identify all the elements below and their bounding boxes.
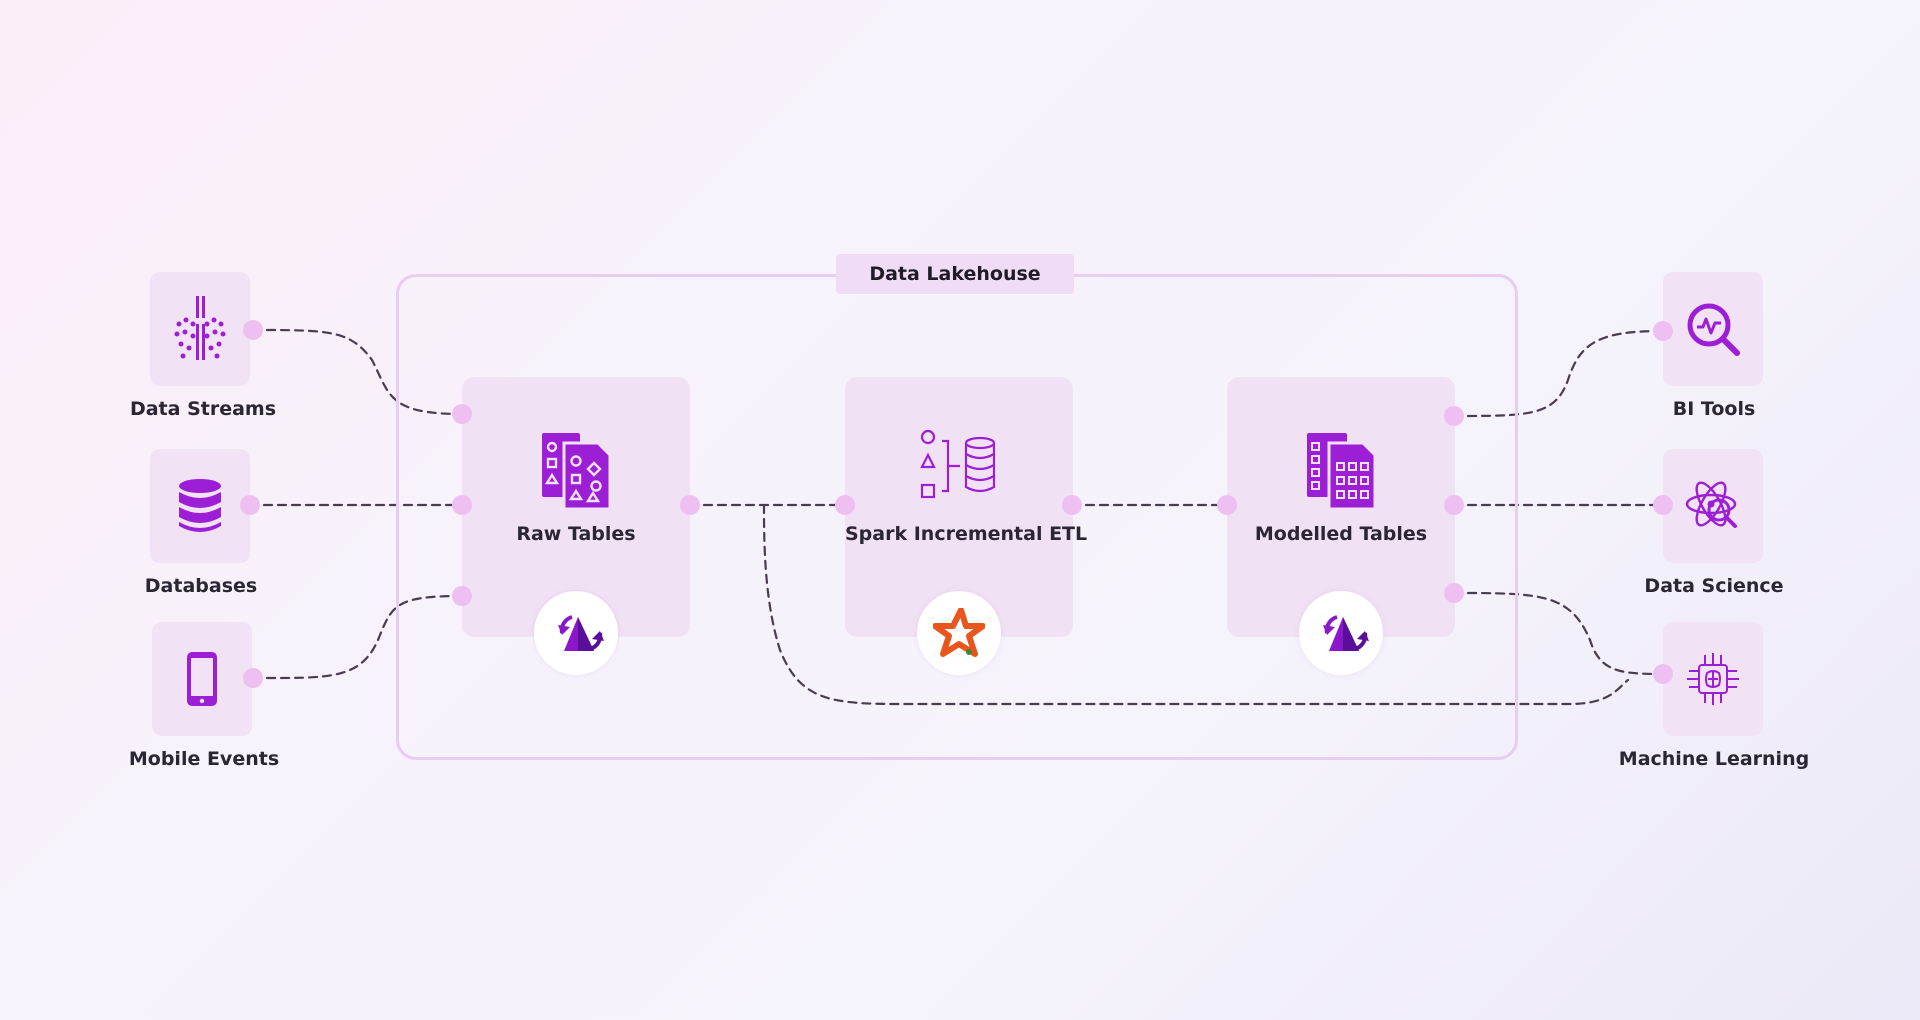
- port-raw-tables-in-top[interactable]: [452, 404, 472, 424]
- port-spark-etl-in[interactable]: [835, 495, 855, 515]
- spark-etl-label: Spark Incremental ETL: [845, 523, 1088, 545]
- ai-chip-icon: [1687, 653, 1739, 705]
- raw-tables-stage[interactable]: Raw Tables: [462, 377, 690, 637]
- data-science-label: Data Science: [1644, 575, 1784, 597]
- delta-refresh-icon: [558, 615, 604, 651]
- machine-learning-tile[interactable]: [1663, 622, 1763, 736]
- bi-tools-label: BI Tools: [1672, 398, 1756, 420]
- port-data-science-in[interactable]: [1653, 495, 1673, 515]
- port-modelled-tables-out-mid[interactable]: [1444, 495, 1464, 515]
- data-streams-tile[interactable]: [150, 272, 250, 386]
- connector-modelled-ml: [1452, 591, 1665, 676]
- raw-tables-icon: [542, 433, 612, 511]
- mobile-events-tile[interactable]: [152, 622, 252, 736]
- connector-raw-bypass-ml: [762, 503, 1630, 706]
- port-modelled-tables-out-top[interactable]: [1444, 406, 1464, 426]
- port-databases-out[interactable]: [240, 495, 260, 515]
- delta-refresh-icon: [1323, 615, 1369, 651]
- data-streams-label: Data Streams: [129, 398, 277, 420]
- databases-tile[interactable]: [150, 449, 250, 563]
- data-science-tile[interactable]: [1663, 449, 1763, 563]
- analytics-search-icon: [1687, 303, 1740, 356]
- port-modelled-tables-out-bottom[interactable]: [1444, 583, 1464, 603]
- spark-badge: [917, 591, 1001, 675]
- spark-star-icon: [933, 608, 985, 657]
- raw-tables-delta-badge: [534, 591, 618, 675]
- databases-label: Databases: [144, 575, 258, 597]
- atom-search-icon: [1685, 481, 1737, 528]
- port-raw-tables-in-bottom[interactable]: [452, 586, 472, 606]
- lakehouse-title: Data Lakehouse: [836, 254, 1074, 294]
- etl-transform-icon: [920, 429, 996, 499]
- machine-learning-label: Machine Learning: [1618, 748, 1810, 770]
- port-data-streams-out[interactable]: [243, 320, 263, 340]
- port-modelled-tables-in[interactable]: [1217, 495, 1237, 515]
- modelled-tables-label: Modelled Tables: [1254, 523, 1428, 545]
- port-mobile-events-out[interactable]: [243, 668, 263, 688]
- connector-streams-raw: [251, 328, 464, 416]
- port-machine-learning-in[interactable]: [1653, 664, 1673, 684]
- port-spark-etl-out[interactable]: [1062, 495, 1082, 515]
- smartphone-icon: [187, 652, 217, 706]
- port-raw-tables-in-mid[interactable]: [452, 495, 472, 515]
- connector-modelled-bi: [1452, 329, 1665, 418]
- data-streams-icon: [174, 296, 226, 360]
- database-icon: [179, 479, 221, 532]
- mobile-events-label: Mobile Events: [128, 748, 280, 770]
- connector-mobile-raw: [251, 594, 464, 680]
- port-bi-tools-in[interactable]: [1653, 321, 1673, 341]
- modelled-tables-delta-badge: [1299, 591, 1383, 675]
- port-raw-tables-out[interactable]: [680, 495, 700, 515]
- modelled-tables-icon: [1307, 433, 1377, 511]
- raw-tables-label: Raw Tables: [516, 523, 636, 545]
- bi-tools-tile[interactable]: [1663, 272, 1763, 386]
